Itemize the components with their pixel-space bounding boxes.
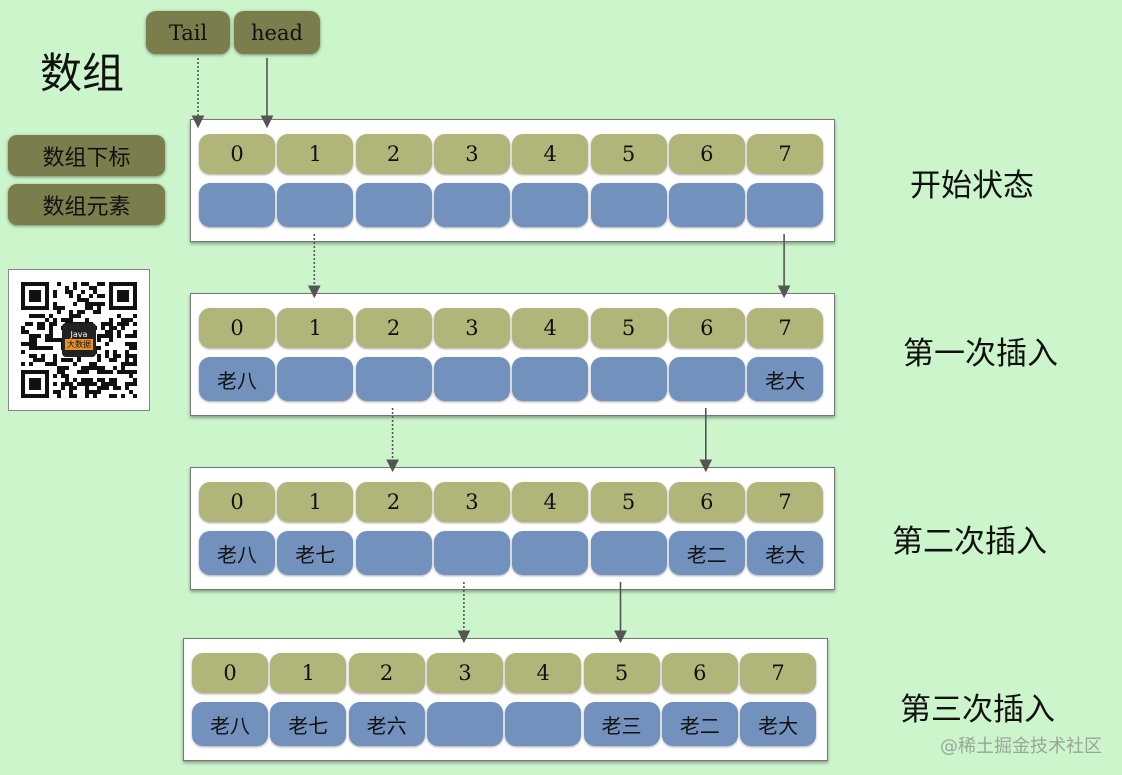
element-cell: 老六 — [348, 702, 425, 746]
element-cell — [505, 702, 582, 746]
element-cell — [277, 183, 354, 227]
element-cell — [277, 357, 354, 401]
head-pointer-label: head — [234, 11, 320, 54]
index-cell: 4 — [512, 134, 589, 174]
element-cell — [355, 531, 432, 575]
index-cell: 5 — [590, 308, 667, 348]
element-cell: 老二 — [661, 702, 738, 746]
element-cell: 老大 — [747, 531, 824, 575]
state-label: 第一次插入 — [903, 336, 1058, 372]
element-cell — [199, 183, 275, 227]
index-cell: 0 — [199, 308, 275, 348]
index-cell: 3 — [433, 482, 510, 522]
legend-element: 数组元素 — [8, 184, 165, 225]
element-cell — [433, 357, 510, 401]
element-cell — [590, 183, 667, 227]
state-label: 开始状态 — [910, 168, 1034, 204]
qr-badge-line2: 大数据 — [65, 339, 93, 350]
state-label: 第三次插入 — [900, 692, 1055, 728]
index-cell: 0 — [199, 482, 275, 522]
index-cell: 7 — [740, 653, 817, 693]
index-cell: 2 — [355, 134, 432, 174]
element-cell — [426, 702, 503, 746]
index-cell: 1 — [277, 134, 354, 174]
tail-pointer-label: Tail — [146, 11, 230, 54]
element-cell — [668, 357, 745, 401]
index-cell: 3 — [433, 308, 510, 348]
index-cell: 1 — [277, 308, 354, 348]
element-cell — [512, 531, 589, 575]
element-cell: 老八 — [192, 702, 268, 746]
index-cell: 3 — [433, 134, 510, 174]
index-cell: 0 — [199, 134, 275, 174]
element-cell — [668, 183, 745, 227]
watermark: @稀土掘金技术社区 — [940, 736, 1102, 757]
element-cell: 老大 — [740, 702, 817, 746]
index-cell: 7 — [747, 134, 824, 174]
element-cell: 老八 — [199, 531, 275, 575]
index-cell: 4 — [512, 308, 589, 348]
index-cell: 2 — [348, 653, 425, 693]
page-title: 数组 — [40, 49, 125, 98]
element-cell — [512, 183, 589, 227]
index-cell: 6 — [668, 308, 745, 348]
element-cell — [512, 357, 589, 401]
element-cell — [433, 531, 510, 575]
element-cell: 老八 — [199, 357, 275, 401]
element-cell — [590, 357, 667, 401]
index-cell: 4 — [512, 482, 589, 522]
element-cell — [433, 183, 510, 227]
qr-code: Java 大数据 — [8, 269, 150, 411]
index-cell: 6 — [668, 482, 745, 522]
index-cell: 5 — [583, 653, 660, 693]
element-cell: 老二 — [668, 531, 745, 575]
element-cell: 老大 — [747, 357, 824, 401]
index-cell: 1 — [270, 653, 347, 693]
element-cell: 老七 — [277, 531, 354, 575]
index-cell: 7 — [747, 482, 824, 522]
index-cell: 7 — [747, 308, 824, 348]
index-cell: 5 — [590, 134, 667, 174]
index-cell: 6 — [661, 653, 738, 693]
element-cell — [747, 183, 824, 227]
index-cell: 2 — [355, 482, 432, 522]
qr-badge-line1: Java — [70, 330, 88, 339]
index-cell: 2 — [355, 308, 432, 348]
index-cell: 1 — [277, 482, 354, 522]
element-cell — [590, 531, 667, 575]
index-cell: 0 — [192, 653, 268, 693]
element-cell: 老七 — [270, 702, 347, 746]
qr-badge: Java 大数据 — [62, 323, 96, 357]
legend-index: 数组下标 — [8, 135, 165, 176]
element-cell — [355, 183, 432, 227]
index-cell: 3 — [426, 653, 503, 693]
index-cell: 4 — [505, 653, 582, 693]
state-label: 第二次插入 — [892, 524, 1047, 560]
index-cell: 5 — [590, 482, 667, 522]
element-cell: 老三 — [583, 702, 660, 746]
element-cell — [355, 357, 432, 401]
index-cell: 6 — [668, 134, 745, 174]
qr-code-image — [21, 282, 137, 398]
